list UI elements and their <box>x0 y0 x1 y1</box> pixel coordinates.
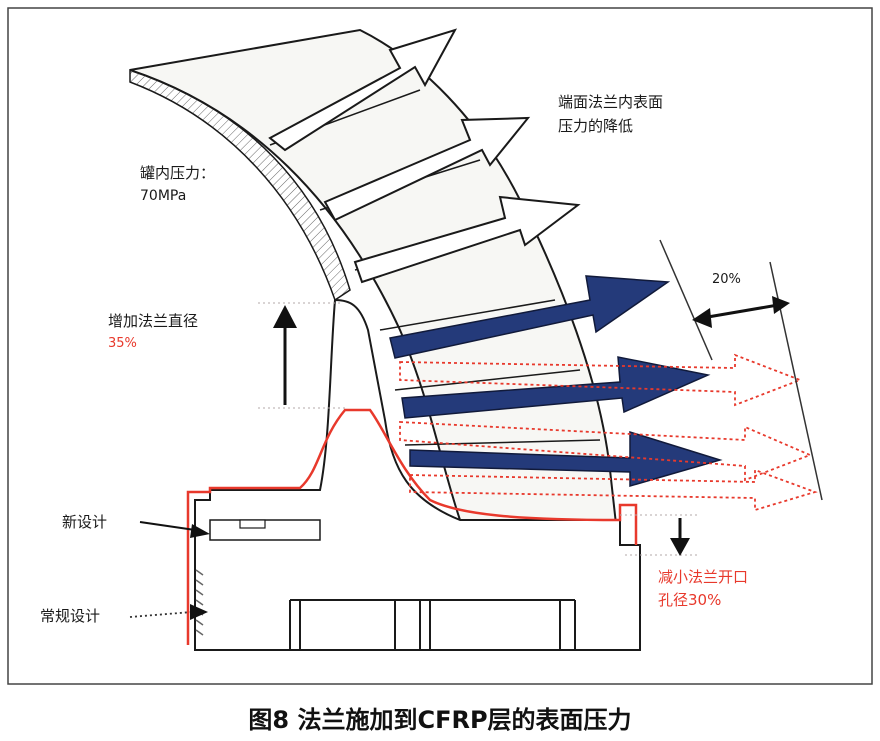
label-reduce-opening-2: 孔径30% <box>658 591 722 609</box>
label-increase-diameter: 增加法兰直径 <box>108 312 199 330</box>
label-increase-diameter-pct: 35% <box>108 336 137 351</box>
label-reduction-pct: 20% <box>712 272 741 287</box>
reduction-double-arrow <box>692 296 790 328</box>
guide-lines <box>258 302 700 556</box>
liner-hatch <box>129 68 351 302</box>
blue-pressure-arrows <box>389 275 723 487</box>
increase-diameter-arrow <box>273 305 297 405</box>
red-dotted-arrows <box>399 353 818 512</box>
label-end-flange-pressure-2: 压力的降低 <box>558 117 634 135</box>
seal-ring <box>239 519 266 529</box>
label-tank-pressure-2: 70MPa <box>140 188 187 204</box>
white-pressure-arrows <box>268 28 581 284</box>
label-tank-pressure-1: 罐内压力： <box>140 164 216 182</box>
label-reduce-opening-1: 减小法兰开口 <box>658 568 749 586</box>
flange-slot <box>209 519 321 541</box>
label-conventional-design: 常规设计 <box>40 607 101 625</box>
conventional-design-leader <box>129 604 208 620</box>
figure-caption: 图8 法兰施加到CFRP层的表面压力 <box>248 706 632 734</box>
flange-body <box>194 298 641 651</box>
reduce-opening-arrow <box>670 518 690 556</box>
label-end-flange-pressure-1: 端面法兰内表面 <box>558 93 664 111</box>
new-design-leader <box>139 521 210 538</box>
flange-bottom-lines <box>289 599 576 650</box>
conventional-design-outline <box>186 408 638 645</box>
label-new-design: 新设计 <box>62 513 108 531</box>
